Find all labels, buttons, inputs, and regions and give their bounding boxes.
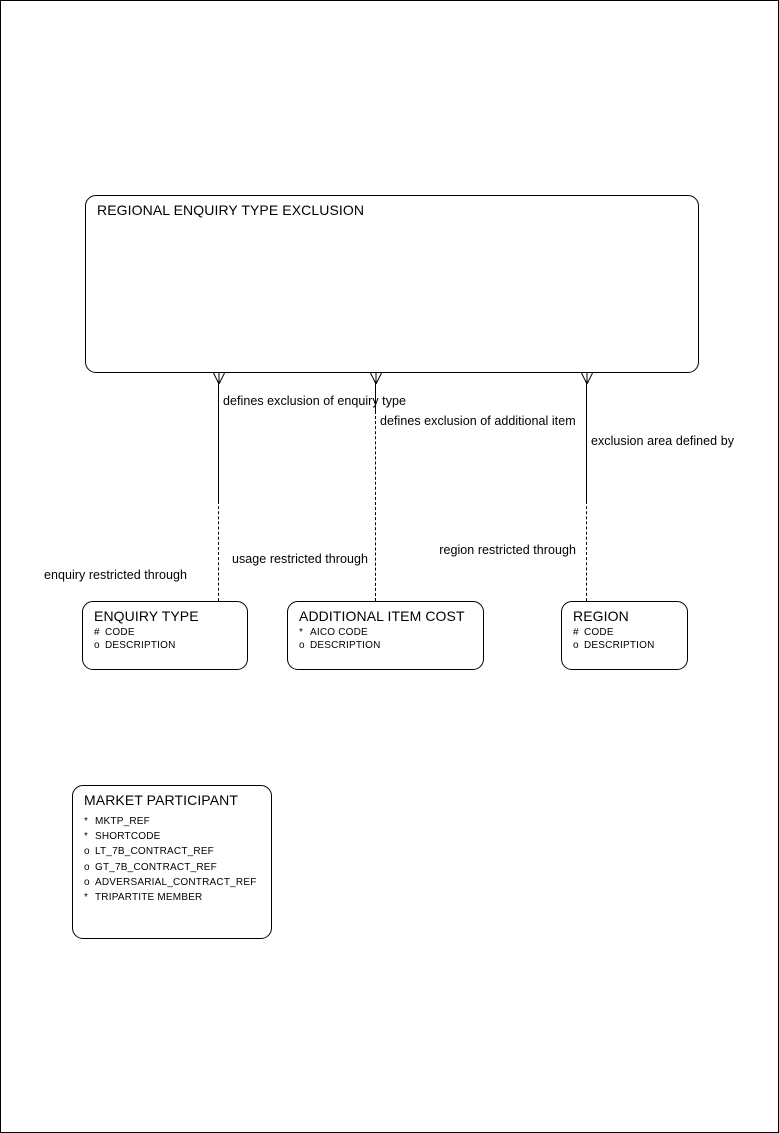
attribute-label: TRIPARTITE MEMBER: [95, 892, 203, 904]
attribute-marker: o: [573, 639, 579, 651]
entity-title: REGION: [573, 608, 629, 624]
attribute-marker: *: [84, 892, 89, 904]
relationship-line-region-dashed: [586, 501, 587, 601]
attribute-row: * MKTP_REF: [84, 814, 271, 829]
entity-market-participant[interactable]: MARKET PARTICIPANT * MKTP_REF * SHORTCODE …: [72, 785, 272, 939]
relationship-line-additional-item-cost-solid: [375, 381, 376, 413]
attribute-marker: o: [94, 639, 100, 651]
relationship-label-defines-exclusion-of-additional-item: defines exclusion of additional item: [380, 414, 576, 428]
attribute-row: o DESCRIPTION: [573, 639, 687, 653]
relationship-label-usage-restricted-through: usage restricted through: [231, 552, 368, 566]
attribute-row: o ADVERSARIAL_CONTRACT_REF: [84, 875, 271, 890]
attribute-marker: *: [84, 831, 89, 843]
entity-title: ADDITIONAL ITEM COST: [299, 608, 465, 624]
entity-region[interactable]: REGION # CODE o DESCRIPTION: [561, 601, 688, 670]
attribute-list: * MKTP_REF * SHORTCODE o LT_7B_CONTRACT_REF…: [84, 814, 271, 905]
attribute-label: DESCRIPTION: [310, 639, 381, 651]
attribute-marker: o: [84, 846, 90, 858]
attribute-label: CODE: [105, 627, 135, 638]
entity-enquiry-type[interactable]: ENQUIRY TYPE # CODE o DESCRIPTION: [82, 601, 248, 670]
attribute-row: o LT_7B_CONTRACT_REF: [84, 844, 271, 859]
entity-additional-item-cost[interactable]: ADDITIONAL ITEM COST * AICO CODE o DESCRIP…: [287, 601, 484, 670]
attribute-label: ADVERSARIAL_CONTRACT_REF: [95, 876, 257, 888]
attribute-label: MKTP_REF: [95, 816, 150, 827]
attribute-row: o GT_7B_CONTRACT_REF: [84, 860, 271, 875]
relationship-line-additional-item-cost-dashed: [375, 411, 376, 601]
relationship-line-enquiry-type-solid: [218, 381, 219, 503]
attribute-label: SHORTCODE: [95, 831, 161, 843]
attribute-label: DESCRIPTION: [105, 639, 176, 651]
attribute-row: o DESCRIPTION: [299, 639, 483, 653]
relationship-label-region-restricted-through: region restricted through: [439, 543, 576, 557]
attribute-row: * AICO CODE: [299, 627, 483, 640]
relationship-label-defines-exclusion-of-enquiry-type: defines exclusion of enquiry type: [223, 394, 407, 408]
attribute-label: DESCRIPTION: [584, 639, 655, 651]
attribute-marker: *: [84, 816, 89, 827]
entity-title: MARKET PARTICIPANT: [84, 792, 239, 808]
attribute-list: # CODE o DESCRIPTION: [573, 627, 687, 653]
attribute-row: # CODE: [573, 627, 687, 640]
attribute-list: # CODE o DESCRIPTION: [94, 627, 247, 653]
attribute-row: * TRIPARTITE MEMBER: [84, 890, 271, 905]
attribute-row: * SHORTCODE: [84, 829, 271, 844]
attribute-label: LT_7B_CONTRACT_REF: [95, 846, 214, 858]
attribute-label: AICO CODE: [310, 627, 368, 638]
attribute-row: o DESCRIPTION: [94, 639, 247, 653]
attribute-marker: o: [84, 876, 90, 888]
attribute-marker: #: [573, 627, 579, 638]
attribute-marker: #: [94, 627, 100, 638]
attribute-marker: o: [299, 639, 305, 651]
attribute-row: # CODE: [94, 627, 247, 640]
entity-title: REGIONAL ENQUIRY TYPE EXCLUSION: [97, 202, 365, 218]
entity-regional-enquiry-type-exclusion[interactable]: REGIONAL ENQUIRY TYPE EXCLUSION: [85, 195, 699, 373]
attribute-label: GT_7B_CONTRACT_REF: [95, 861, 217, 873]
relationship-line-region-solid: [586, 381, 587, 503]
entity-title: ENQUIRY TYPE: [94, 608, 199, 624]
relationship-label-enquiry-restricted-through: enquiry restricted through: [43, 568, 187, 582]
attribute-marker: *: [299, 627, 304, 638]
attribute-list: * AICO CODE o DESCRIPTION: [299, 627, 483, 653]
relationship-label-exclusion-area-defined-by: exclusion area defined by: [591, 434, 735, 448]
attribute-marker: o: [84, 861, 90, 873]
attribute-label: CODE: [584, 627, 614, 638]
relationship-line-enquiry-type-dashed: [218, 501, 219, 601]
